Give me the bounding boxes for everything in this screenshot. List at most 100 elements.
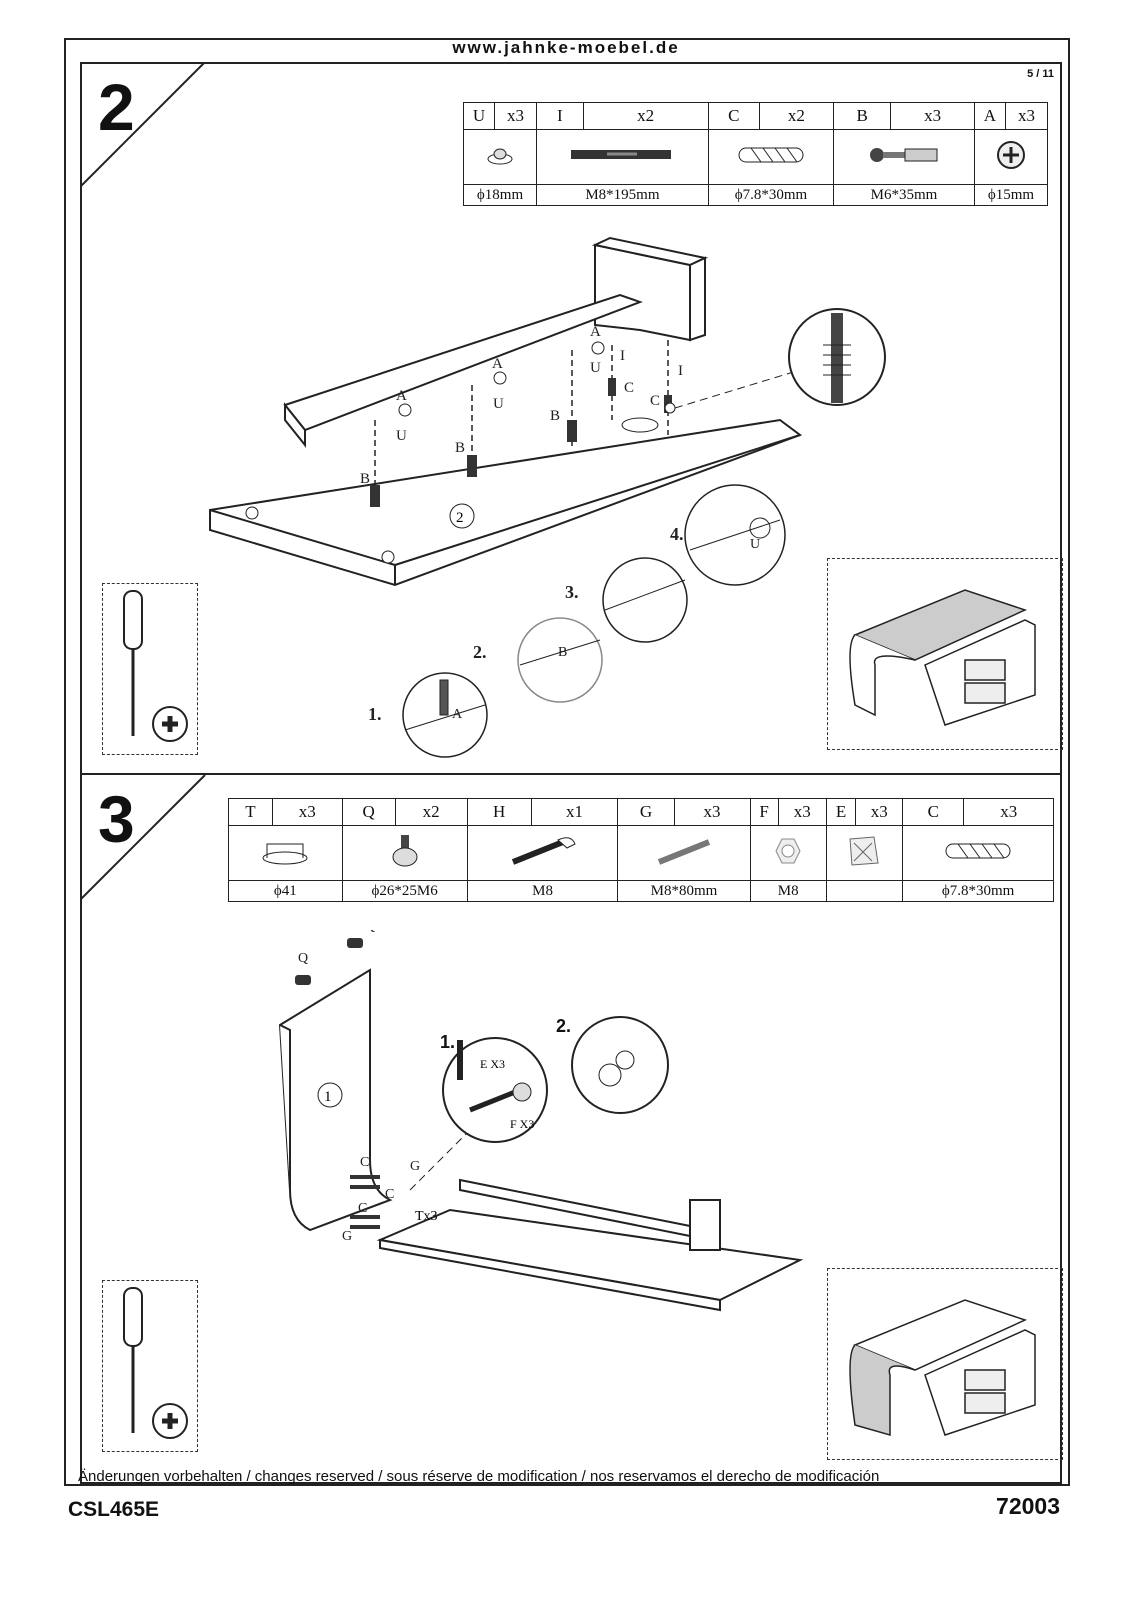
part-qty: x1 — [530, 798, 619, 826]
svg-text:C: C — [650, 393, 660, 409]
step2-substep-1: 1. — [368, 704, 382, 724]
svg-text:B: B — [360, 471, 370, 487]
part-id: E — [825, 798, 857, 826]
part-id: C — [707, 102, 760, 130]
step2-number: 2 — [98, 70, 135, 144]
step3-tx3-label: Tx3 — [415, 1209, 438, 1224]
step3-tool-box — [102, 1280, 198, 1452]
part-id: Q — [341, 798, 396, 826]
part-dim: ϕ7.8*30mm — [707, 184, 835, 206]
part-dim: M8*80mm — [617, 880, 751, 902]
svg-text:I: I — [620, 348, 625, 364]
cam-cover-icon — [462, 129, 538, 185]
svg-text:C: C — [624, 380, 634, 396]
part-dim — [825, 880, 904, 902]
threaded-bolt-icon — [617, 825, 751, 881]
part-id: T — [228, 798, 273, 826]
part-dim: ϕ15mm — [973, 184, 1049, 206]
svg-text:B: B — [558, 645, 567, 660]
document-number: 72003 — [996, 1493, 1060, 1519]
dowel-icon — [707, 129, 835, 185]
part-dim: ϕ18mm — [462, 184, 538, 206]
part-id: A — [973, 102, 1006, 130]
svg-text:C: C — [360, 1155, 369, 1170]
svg-text:I: I — [678, 363, 683, 379]
page-number: 5 / 11 — [1027, 68, 1054, 80]
step2-zoom-detail — [788, 308, 886, 406]
part-id: C — [902, 798, 965, 826]
step2-substeps: A B U 1. 2. 3. 4. — [368, 484, 786, 758]
part-qty: x3 — [673, 798, 751, 826]
svg-text:A: A — [590, 324, 601, 340]
wrench-icon — [466, 825, 619, 881]
svg-text:B: B — [550, 408, 560, 424]
part-id: U — [463, 102, 495, 130]
svg-text:C: C — [385, 1187, 394, 1202]
step3-preview-box — [827, 1268, 1063, 1460]
step2-substep-3: 3. — [565, 582, 579, 602]
step3-fx3-label: F X3 — [510, 1117, 534, 1131]
svg-text:U: U — [493, 396, 504, 412]
part-qty: x3 — [272, 798, 343, 826]
part-qty: x3 — [777, 798, 827, 826]
step3-panel-label: 1 — [324, 1089, 332, 1105]
part-dim: M8*195mm — [536, 184, 709, 206]
svg-text:A: A — [396, 388, 407, 404]
part-qty: x2 — [758, 102, 835, 130]
part-qty: x3 — [890, 102, 975, 130]
step3-corner — [80, 775, 206, 901]
svg-text:G: G — [342, 1229, 352, 1244]
step3-substep-2: 2. — [556, 1016, 572, 1036]
step3-substeps: E X3 F X3 — [442, 1016, 669, 1143]
svg-text:Q: Q — [298, 951, 308, 966]
part-dim: M8 — [466, 880, 619, 902]
step3-number: 3 — [98, 782, 135, 856]
threaded-rod-icon — [536, 129, 709, 185]
svg-text:Q: Q — [365, 930, 375, 934]
step2-assembly-diagram: AAA UUU BBB II CC 2 — [209, 236, 803, 587]
part-dim: M8 — [749, 880, 827, 902]
cam-bolt-icon — [833, 129, 975, 185]
step2-substep-4: 4. — [670, 524, 684, 544]
part-id: H — [466, 798, 532, 826]
part-dim: ϕ26*25M6 — [341, 880, 468, 902]
changes-notice: Änderungen vorbehalten / changes reserve… — [78, 1468, 880, 1485]
page-frame — [64, 38, 1070, 1486]
step2-substep-2: 2. — [473, 642, 487, 662]
part-id: I — [536, 102, 584, 130]
hex-nut-icon — [749, 825, 827, 881]
step-divider — [80, 773, 1062, 775]
svg-text:A: A — [492, 356, 503, 372]
cam-lock-icon — [973, 129, 1049, 185]
part-id: F — [749, 798, 779, 826]
part-qty: x2 — [582, 102, 709, 130]
model-code: CSL465E — [68, 1498, 160, 1521]
part-qty: x3 — [1004, 102, 1049, 130]
part-dim: ϕ7.8*30mm — [902, 880, 1054, 902]
glide-cup-icon — [228, 825, 343, 881]
svg-text:G: G — [410, 1159, 420, 1174]
step3-ex3-label: E X3 — [480, 1057, 505, 1071]
step2-preview-box — [827, 558, 1063, 750]
screwdriver-icon — [123, 1287, 188, 1439]
step3-desk-preview — [849, 1299, 1036, 1436]
step2-tool-box — [102, 583, 198, 755]
part-dim: M6*35mm — [833, 184, 975, 206]
svg-text:U: U — [396, 428, 407, 444]
bracket-icon — [825, 825, 904, 881]
part-dim: ϕ41 — [228, 880, 343, 902]
svg-text:A: A — [452, 707, 463, 722]
svg-text:B: B — [455, 440, 465, 456]
part-qty: x3 — [963, 798, 1054, 826]
part-qty: x3 — [493, 102, 538, 130]
svg-text:U: U — [590, 360, 601, 376]
svg-text:U: U — [750, 537, 760, 552]
step3-assembly-diagram: QQ CC CG G 1 Tx3 — [278, 930, 804, 1312]
step2-desk-preview — [849, 589, 1036, 726]
step3-substep-1: 1. — [440, 1032, 456, 1052]
dowel-icon — [902, 825, 1054, 881]
part-qty: x3 — [855, 798, 904, 826]
leveling-foot-icon — [341, 825, 468, 881]
part-qty: x2 — [394, 798, 468, 826]
